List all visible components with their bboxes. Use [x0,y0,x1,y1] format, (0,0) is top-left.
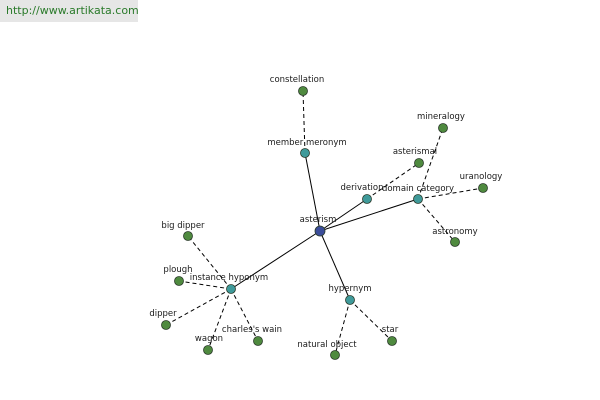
edge-wagon [207,288,232,351]
edge-charles_wain [230,288,259,342]
edge-instance_hyponym [230,230,321,290]
node-astronomy[interactable] [450,237,460,247]
node-mineralogy[interactable] [438,123,448,133]
edge-derivation [319,198,368,232]
node-uranology[interactable] [478,183,488,193]
edge-big_dipper [187,235,232,290]
edge-star [349,299,393,342]
relation-label-domain-category[interactable]: domain category [382,184,454,194]
center-node[interactable] [314,225,326,237]
leaf-label-big-dipper[interactable]: big dipper [161,221,205,231]
node-plough[interactable] [174,276,184,286]
leaf-label-charles-wain[interactable]: charles's wain [222,325,282,335]
node-wagon[interactable] [203,345,213,355]
relation-node-domain-category[interactable] [413,194,423,204]
relation-node-member-meronym[interactable] [300,148,310,158]
edge-mineralogy [417,127,444,200]
node-constellation[interactable] [298,86,308,96]
edge-astronomy [417,198,456,243]
node-charles-wain[interactable] [253,336,263,346]
edge-dipper [165,288,232,326]
leaf-label-plough[interactable]: plough [163,265,192,275]
leaf-label-uranology[interactable]: uranology [460,172,503,182]
leaf-label-asterismal[interactable]: asterismal [393,147,437,157]
graph-edges [165,90,484,356]
edge-domain_category [319,198,419,232]
relation-label-member-meronym[interactable]: member meronym [267,138,346,148]
edge-asterismal [366,162,420,200]
leaf-label-wagon[interactable]: wagon [195,334,223,344]
relation-node-instance-hyponym[interactable] [226,284,236,294]
node-big-dipper[interactable] [183,231,193,241]
source-url[interactable]: http://www.artikata.com [0,0,139,22]
relation-label-hypernym[interactable]: hypernym [328,284,371,294]
leaf-label-astronomy[interactable]: astronomy [432,227,477,237]
edge-hypernym [319,230,351,301]
center-label[interactable]: asterism [300,215,337,225]
relation-label-instance-hyponym[interactable]: instance hyponym [190,273,268,283]
leaf-label-constellation[interactable]: constellation [270,75,324,85]
relation-label-derivation[interactable]: derivation [340,183,383,193]
leaf-label-dipper[interactable]: dipper [149,309,177,319]
edge-uranology [417,187,484,200]
leaf-label-natural-object[interactable]: natural object [297,340,357,350]
edge-plough [178,280,232,290]
node-dipper[interactable] [161,320,171,330]
graph-nodes [161,86,488,360]
edge-constellation [302,90,306,154]
node-natural-object[interactable] [330,350,340,360]
edge-member_meronym [304,152,321,232]
relation-node-derivation[interactable] [362,194,372,204]
leaf-label-mineralogy[interactable]: mineralogy [417,112,465,122]
node-star[interactable] [387,336,397,346]
edge-natural_object [334,299,351,356]
leaf-label-star[interactable]: star [382,325,399,335]
node-asterismal[interactable] [414,158,424,168]
relation-node-hypernym[interactable] [345,295,355,305]
